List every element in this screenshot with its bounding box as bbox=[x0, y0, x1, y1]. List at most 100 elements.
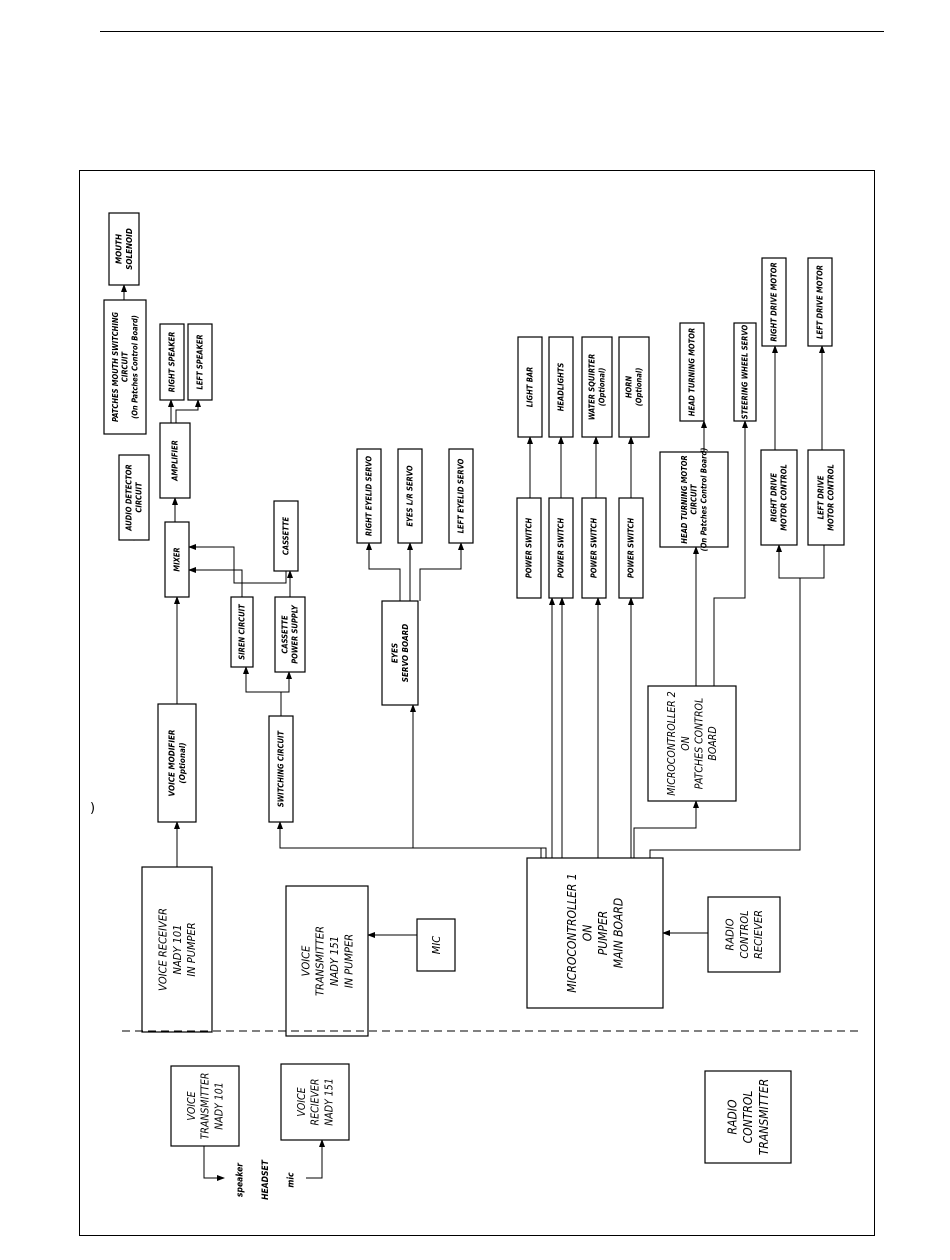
block-label: MIC bbox=[430, 936, 443, 954]
block-head-turning-motor: HEAD TURNING MOTOR bbox=[679, 322, 705, 422]
block-outline bbox=[761, 257, 787, 347]
block-left-eyelid-servo: LEFT EYELID SERVO bbox=[448, 448, 474, 544]
block-label-line: LEFT SPEAKER bbox=[196, 334, 205, 389]
block-label: LEFT DRIVE MOTOR bbox=[816, 265, 825, 339]
block-label-line: RECIEVER bbox=[752, 910, 765, 959]
block-audio-detector: AUDIO DETECTORCIRCUIT bbox=[118, 454, 150, 541]
block-label: VOICE MODIFIER(Optional) bbox=[168, 730, 187, 797]
block-label-line: CIRCUIT bbox=[135, 481, 144, 513]
block-outline bbox=[356, 448, 382, 544]
block-outline bbox=[807, 449, 845, 546]
block-label-line: MAIN BOARD bbox=[612, 898, 626, 968]
block-power-switch-3: POWER SWITCH bbox=[581, 497, 607, 599]
block-label-line: RADIO bbox=[724, 918, 737, 950]
block-outline bbox=[659, 451, 729, 548]
block-right-drive-motor-control: RIGHT DRIVEMOTOR CONTROL bbox=[760, 449, 798, 546]
connector bbox=[410, 704, 547, 858]
block-label-line: VOICE bbox=[296, 1087, 308, 1116]
block-label-line: RIGHT EYELID SERVO bbox=[365, 456, 374, 536]
block-label-line: (Optional) bbox=[598, 368, 607, 407]
block-label-line: HORN bbox=[625, 376, 634, 399]
block-outline bbox=[159, 323, 185, 401]
diagram-frame bbox=[79, 170, 875, 1236]
block-label-line: WATER SQUIRTER bbox=[588, 354, 597, 420]
block-label-line: IN PUMPER bbox=[342, 934, 355, 988]
block-siren-circuit: SIREN CIRCUIT bbox=[230, 596, 254, 668]
block-label-line: (Optional) bbox=[635, 368, 644, 407]
block-label: speaker bbox=[236, 1162, 246, 1197]
block-label: HEAD TURNING MOTOR bbox=[688, 328, 697, 416]
block-label-line: IN PUMPER bbox=[185, 922, 198, 976]
block-outline bbox=[159, 422, 191, 499]
block-cassette: CASSETTE bbox=[273, 500, 299, 572]
block-label: EYES L/R SERVO bbox=[406, 465, 415, 526]
block-label-line: NADY 151 bbox=[323, 1078, 335, 1126]
block-outline bbox=[581, 497, 607, 599]
block-label: HORN(Optional) bbox=[625, 368, 644, 407]
block-label-line: MICROCONTROLLER 1 bbox=[565, 873, 579, 992]
block-label-line: CASSETTE bbox=[282, 517, 291, 556]
block-power-switch-1: POWER SWITCH bbox=[516, 497, 542, 599]
block-label-line: RIGHT DRIVE bbox=[770, 473, 779, 522]
block-eyes-lr-servo: EYES L/R SERVO bbox=[397, 448, 423, 544]
block-label: MIXER bbox=[173, 547, 182, 571]
block-outline bbox=[157, 703, 197, 823]
block-right-drive-motor: RIGHT DRIVE MOTOR bbox=[761, 257, 787, 347]
block-label: RADIOCONTROLRECIEVER bbox=[724, 910, 766, 959]
block-power-switch-2: POWER SWITCH bbox=[548, 497, 574, 599]
block-label-line: RIGHT DRIVE MOTOR bbox=[770, 262, 779, 341]
block-label-line: EYES bbox=[391, 643, 400, 663]
block-label: LIGHT BAR bbox=[526, 367, 535, 408]
block-label-line: MOUTH bbox=[115, 234, 124, 264]
block-radio-control-receiver: RADIOCONTROLRECIEVER bbox=[707, 896, 781, 973]
block-label-line: MOTOR CONTROL bbox=[780, 464, 789, 531]
block-label: WATER SQUIRTER(Optional) bbox=[588, 354, 607, 420]
connector bbox=[277, 821, 542, 858]
block-outline bbox=[381, 600, 419, 706]
block-outline bbox=[273, 500, 299, 572]
connector bbox=[419, 542, 464, 601]
block-light-bar: LIGHT BAR bbox=[517, 336, 543, 438]
block-label-line: TRANSMITTER bbox=[314, 926, 327, 996]
block-outline bbox=[618, 336, 650, 438]
block-label-line: ON bbox=[680, 736, 692, 751]
block-label: SIREN CIRCUIT bbox=[238, 603, 247, 660]
block-label-line: POWER SWITCH bbox=[557, 518, 566, 579]
block-horn: HORN(Optional) bbox=[618, 336, 650, 438]
block-label: EYESSERVO BOARD bbox=[391, 624, 410, 682]
block-left-drive-motor-control: LEFT DRIVEMOTOR CONTROL bbox=[807, 449, 845, 546]
connector bbox=[203, 1146, 225, 1181]
block-label-line: MIC bbox=[430, 936, 443, 954]
block-patches-mouth-switching: PATCHES MOUTH SWITCHINGCIRCUIT(On Patche… bbox=[103, 299, 147, 435]
block-power-switch-4: POWER SWITCH bbox=[618, 497, 644, 599]
block-label: MOUTHSOLENOID bbox=[115, 228, 134, 270]
block-label-line: PUMPER bbox=[596, 911, 610, 956]
block-headlights: HEADLIGHTS bbox=[548, 336, 574, 438]
block-label-line: LIGHT BAR bbox=[526, 367, 535, 408]
block-steering-wheel-servo: STEERING WHEEL SERVO bbox=[733, 322, 757, 422]
block-outline bbox=[516, 497, 542, 599]
block-label-line: PATCHES CONTROL bbox=[694, 698, 706, 789]
block-outline bbox=[230, 596, 254, 668]
block-outline bbox=[807, 257, 833, 347]
block-label-line: STEERING WHEEL SERVO bbox=[741, 325, 750, 420]
block-outline bbox=[618, 497, 644, 599]
block-label-line: NADY 101 bbox=[213, 1082, 225, 1130]
block-label: POWER SWITCH bbox=[627, 518, 636, 579]
block-outline bbox=[285, 885, 369, 1037]
block-outline bbox=[118, 454, 150, 541]
block-label: CASSETTEPOWER SUPPLY bbox=[281, 604, 300, 664]
block-headset-speaker: speaker bbox=[236, 1162, 246, 1197]
block-label-line: CONTROL bbox=[738, 910, 751, 958]
connector bbox=[243, 666, 282, 716]
block-label-line: RADIO bbox=[726, 1099, 740, 1134]
block-outline bbox=[416, 918, 456, 972]
block-label: HEADLIGHTS bbox=[557, 363, 566, 412]
block-label-line: AMPLIFIER bbox=[171, 440, 180, 482]
block-label-line: SOLENOID bbox=[125, 228, 134, 270]
block-headset: HEADSET bbox=[261, 1159, 271, 1200]
